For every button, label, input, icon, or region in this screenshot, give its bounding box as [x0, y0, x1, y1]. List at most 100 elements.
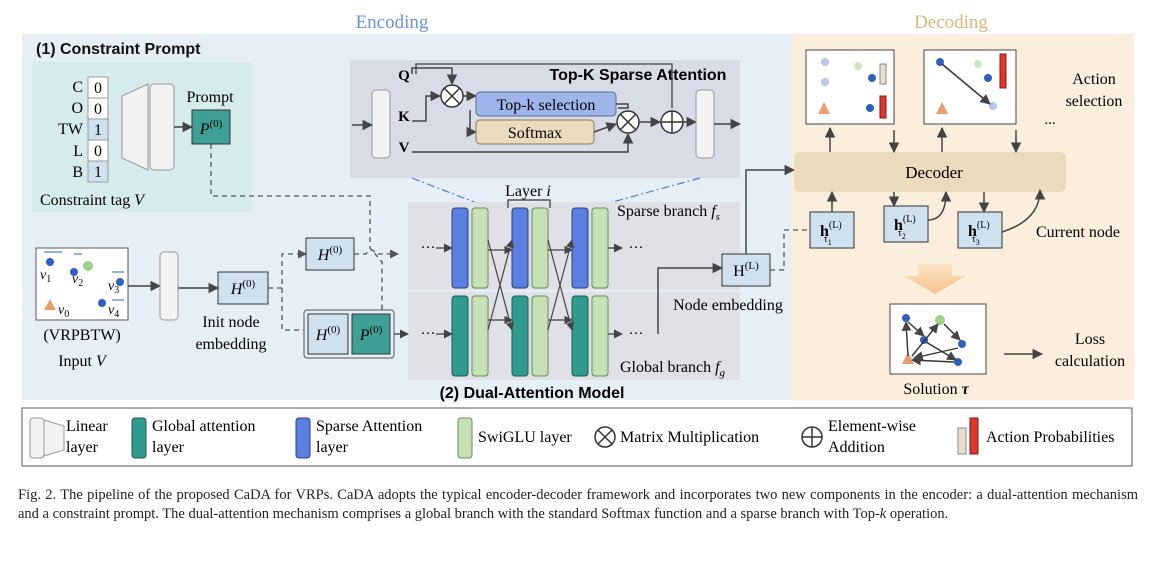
h0-global-box — [307, 313, 349, 355]
tag-label-l: L — [73, 143, 83, 160]
global-attention-layer — [571, 295, 589, 377]
h-tau3-symbol: h(L)τ3 — [968, 220, 990, 247]
prompt-flow-line — [210, 144, 383, 330]
node-v4: v4 — [108, 303, 119, 320]
global-branch-layers: ··· ··· — [421, 295, 644, 377]
legend-global-line2: layer — [152, 439, 185, 456]
legend-linear-line1: Linear — [66, 418, 108, 435]
sparse-branch-layers: ··· ··· — [421, 207, 644, 289]
legend-linear-swatch — [29, 417, 45, 459]
decoder-label: Decoder — [905, 163, 963, 182]
figure-caption: Fig. 2. The pipeline of the proposed CaD… — [18, 486, 1138, 524]
node-v3: v3 — [108, 279, 119, 296]
action-selection-line2: selection — [1066, 93, 1123, 110]
p0-global-symbol: P(0) — [359, 324, 383, 344]
constraint-prompt-title: (1) Constraint Prompt — [36, 41, 201, 58]
swiglu-layer — [591, 207, 609, 289]
legend-box — [21, 407, 1133, 467]
init-linear-layer — [159, 251, 179, 321]
init-embedding-line2: embedding — [195, 336, 266, 353]
sparse-attention-layer — [511, 207, 529, 289]
softmax-label: Softmax — [508, 125, 562, 142]
down-arrow-shape — [904, 264, 966, 294]
h0-init-symbol: H(0) — [230, 278, 256, 298]
decoder-box — [794, 152, 1066, 192]
legend-addition-line2: Addition — [828, 439, 885, 456]
loss-line1: Loss — [1075, 331, 1105, 348]
tag-label-c: C — [72, 79, 83, 96]
input-type-label: (VRPBTW) — [43, 327, 120, 344]
decoding-title: Decoding — [914, 12, 988, 33]
legend-action-label: Action Probabilities — [986, 429, 1114, 446]
sparse-dots-out: ··· — [629, 240, 644, 256]
prompt-box — [191, 109, 231, 145]
topk-linear-out — [695, 89, 715, 159]
tag-value-o: 0 — [94, 101, 102, 118]
input-caption: Input V — [58, 353, 108, 370]
legend-sparse-swatch — [295, 417, 311, 459]
legend: Linear layer Global attention layer Spar… — [29, 417, 1114, 459]
legend-action-swatch-low — [957, 427, 967, 455]
h-tau1-symbol: h(L)τ1 — [820, 220, 842, 247]
legend-global-line1: Global attention — [152, 418, 256, 435]
v-label: V — [399, 140, 410, 156]
legend-swiglu-swatch — [457, 417, 473, 459]
prompt-linear-layer — [149, 83, 175, 171]
tag-value-b: 1 — [94, 164, 102, 181]
swiglu-layer — [531, 295, 549, 377]
tag-label-b: B — [72, 164, 83, 181]
tag-value-l: 0 — [94, 143, 102, 160]
h0-global-flow — [281, 288, 304, 331]
topk-selection-label: Top-k selection — [497, 97, 596, 114]
solution-label: Solution τ — [903, 381, 969, 398]
topk-linear-in — [371, 89, 391, 159]
hl-symbol: H(L) — [733, 260, 759, 280]
caption-k: k — [879, 506, 887, 522]
k-label: K — [398, 109, 410, 125]
caption-text: Fig. 2. The pipeline of the proposed CaD… — [18, 487, 1138, 522]
current-node-label: Current node — [1036, 224, 1120, 241]
sparse-attention-layer — [451, 207, 469, 289]
legend-sparse-line2: layer — [316, 439, 349, 456]
prompt-label: Prompt — [186, 89, 234, 106]
h-tau2-symbol: h(L)τ2 — [894, 214, 916, 241]
swiglu-layer — [471, 207, 489, 289]
init-embedding-line1: Init node — [202, 314, 259, 331]
node-embedding-label: Node embedding — [673, 297, 783, 314]
swiglu-layer — [531, 207, 549, 289]
legend-action-swatch-high — [969, 417, 979, 455]
tag-value-c: 0 — [94, 80, 102, 97]
legend-addition-line1: Element-wise — [828, 418, 916, 435]
h-tau3-box — [957, 211, 1003, 249]
h-tau2-box — [883, 205, 929, 243]
q-label: Q — [398, 68, 410, 84]
loss-line2: calculation — [1055, 353, 1125, 370]
constraint-tag-caption: Constraint tag V — [40, 192, 146, 209]
legend-global-swatch — [131, 417, 147, 459]
tag-label-o: O — [71, 100, 83, 117]
node-v1: v1 — [40, 268, 51, 285]
node-v0: v0 — [58, 303, 69, 320]
global-dots-out: ··· — [629, 326, 644, 342]
prompt-symbol: P(0) — [199, 118, 223, 138]
layer-label: Layer i — [505, 183, 551, 200]
topk-title: Top-K Sparse Attention — [550, 67, 727, 84]
tag-label-tw: TW — [58, 121, 84, 138]
p0-global-box — [351, 313, 391, 355]
h0-init-box — [217, 271, 269, 305]
legend-swiglu-label: SwiGLU layer — [478, 429, 572, 446]
global-attention-layer — [511, 295, 529, 377]
legend-sparse-line1: Sparse Attention — [316, 418, 422, 435]
swiglu-layer — [471, 295, 489, 377]
legend-matmul-label: Matrix Multiplication — [620, 429, 759, 446]
global-attention-layer — [451, 295, 469, 377]
h0-sparse-symbol: H(0) — [317, 244, 343, 264]
sparse-branch-label: Sparse branch fs — [617, 203, 720, 223]
branch-cross-connections — [487, 239, 575, 331]
action-dots: ... — [1044, 112, 1055, 128]
global-branch-label: Global branch fg — [620, 359, 726, 379]
prompt-mlp-shape — [121, 83, 149, 171]
action-selection-line1: Action — [1072, 71, 1116, 88]
sparse-dots-in: ··· — [421, 240, 436, 256]
